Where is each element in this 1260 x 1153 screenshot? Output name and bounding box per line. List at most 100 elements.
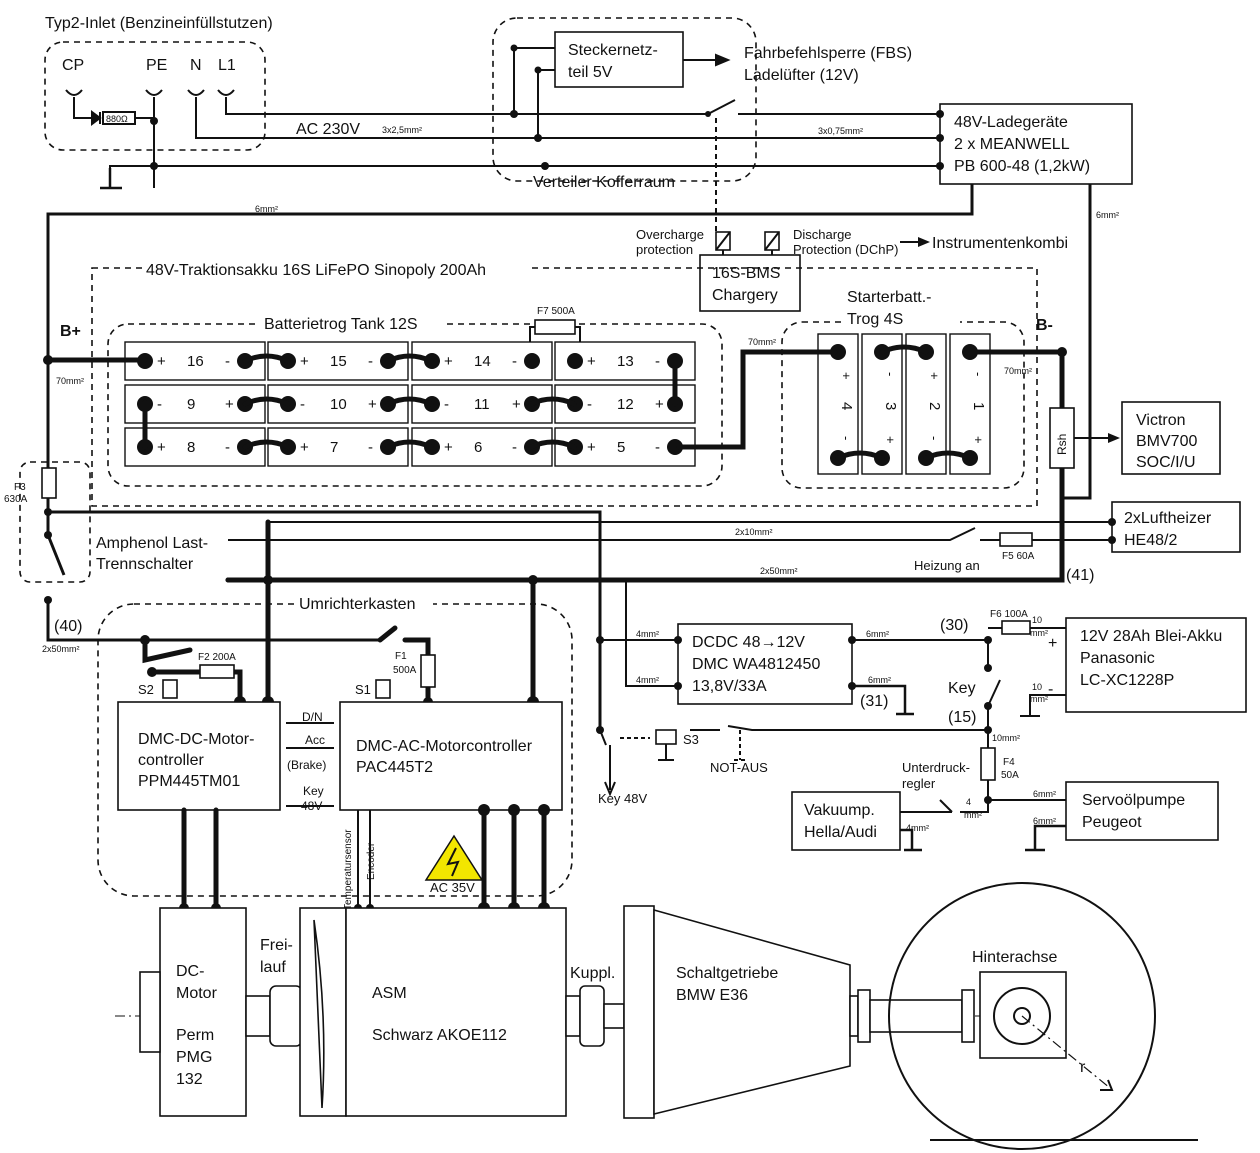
- node: [44, 508, 52, 516]
- dcdc-line2: DMC WA4812450: [692, 656, 820, 673]
- lightning-icon: [446, 847, 460, 877]
- cell-pole: -: [655, 439, 660, 456]
- node: [984, 664, 992, 672]
- disconnect-cable50: 2x50mm²: [42, 644, 80, 654]
- cell-pole: -: [512, 439, 517, 456]
- battery-cell: +16-: [124, 341, 266, 381]
- inlet-title: Typ2-Inlet (Benzineinfüllstutzen): [45, 15, 273, 32]
- heater-cable10: 2x10mm²: [735, 527, 773, 537]
- joint: [961, 989, 975, 1043]
- charger-line3: PB 600-48 (1,2kW): [954, 158, 1090, 175]
- title-bg: [260, 316, 444, 330]
- cell-pole: +: [927, 372, 942, 380]
- cell-number: 4: [838, 402, 855, 410]
- node: [478, 804, 490, 816]
- starter-line2: Trog 4S: [847, 311, 903, 328]
- cell-number: 16: [187, 353, 204, 370]
- radius-arrow: [1100, 1079, 1114, 1091]
- coupling: [579, 985, 605, 1047]
- ac-ctrl-acc: Acc: [305, 733, 325, 747]
- battery12-c1b: mm²: [1030, 628, 1048, 638]
- servo-c6b: 6mm²: [1033, 816, 1056, 826]
- vacuum-line2: Hella/Audi: [804, 824, 877, 841]
- battery12-c2: 10: [1032, 682, 1042, 692]
- ac-ctrl-box: [339, 701, 563, 811]
- motor-pmg2: PMG: [176, 1049, 212, 1066]
- cell-number: 14: [474, 353, 491, 370]
- cell-pole: +: [225, 396, 234, 413]
- cell-links: [142, 353, 678, 450]
- shaft: [603, 1003, 625, 1029]
- traction-frame: [91, 267, 1038, 507]
- s1-relay: [375, 679, 391, 699]
- title-bg: [295, 596, 433, 610]
- heater-line1: 2xLuftheizer: [1124, 510, 1212, 527]
- motor-frei1: Frei-: [260, 937, 293, 954]
- vacuum-c4b: mm²: [964, 810, 982, 820]
- radius-line: [1021, 1015, 1111, 1089]
- inlet-l1: L1: [218, 57, 236, 74]
- hub: [993, 987, 1051, 1045]
- cell-number: 15: [330, 353, 347, 370]
- node: [508, 804, 520, 816]
- relay-mark: [715, 231, 731, 251]
- fuse-f7: [534, 319, 576, 335]
- battery12-c2b: mm²: [1030, 694, 1048, 704]
- cell-pole: +: [444, 353, 453, 370]
- cell-pole: -: [512, 353, 517, 370]
- node: [936, 134, 944, 142]
- cell-pole: -: [368, 353, 373, 370]
- node: [150, 162, 158, 170]
- cell-pole: -: [883, 372, 898, 376]
- bms-box: [699, 254, 801, 312]
- umrichter-f1b: 500A: [393, 665, 417, 676]
- node: [44, 596, 52, 604]
- arrow-head: [918, 237, 930, 247]
- dcdc-in1: 4mm²: [636, 629, 659, 639]
- fbs-line2: Ladelüfter (12V): [744, 67, 859, 84]
- victron-line1: Victron: [1136, 412, 1186, 429]
- s2-relay: [162, 679, 178, 699]
- shunt: [1049, 407, 1075, 469]
- cell-number: 2: [926, 402, 943, 410]
- fbs-line1: Fahrbefehlsperre (FBS): [744, 45, 912, 62]
- node: [140, 635, 150, 645]
- cell-pole: +: [839, 372, 854, 380]
- psu-line1: Steckernetz-: [568, 42, 658, 59]
- cell-pole: -: [368, 439, 373, 456]
- title-bg: [142, 262, 530, 276]
- cell-number: 12: [617, 396, 634, 413]
- victron-line3: SOC/I/U: [1136, 454, 1196, 471]
- cell-pole: +: [587, 439, 596, 456]
- disconnect-fuse2: 630A: [4, 494, 28, 505]
- key-notaus: NOT-AUS: [710, 760, 768, 775]
- bminus-label: B-: [1036, 317, 1053, 334]
- disconnect-frame: [19, 461, 91, 583]
- cell-number: 11: [474, 396, 490, 413]
- battery-cell: -9+: [124, 384, 266, 424]
- joint: [857, 989, 871, 1043]
- fuse-f1: [420, 654, 436, 688]
- cell-number: 8: [187, 439, 195, 456]
- cell-pole: +: [883, 436, 898, 444]
- cable70c: 70mm²: [1004, 366, 1032, 376]
- battery12-line2: Panasonic: [1080, 650, 1155, 667]
- motor-cables: [181, 807, 547, 911]
- battery12-box: [1065, 617, 1247, 713]
- servo-line1: Servoölpumpe: [1082, 792, 1185, 809]
- charger-cable-left: 6mm²: [255, 204, 278, 214]
- dcdc-out1: 6mm²: [866, 629, 889, 639]
- servo-c6a: 6mm²: [1033, 789, 1056, 799]
- starter-links: [835, 344, 973, 461]
- title-bg: [842, 290, 960, 330]
- traction-title: 48V-Traktionsakku 16S LiFePO Sinopoly 20…: [146, 262, 486, 279]
- freewheel: [269, 985, 303, 1047]
- tank-title: Batterietrog Tank 12S: [264, 316, 418, 333]
- dc-motor-box: [159, 907, 247, 1117]
- bms-discharge1: Discharge: [793, 227, 852, 242]
- inlet-sockets: [65, 89, 940, 190]
- node: [541, 162, 549, 170]
- cell-pole: -: [971, 372, 986, 376]
- node: [596, 636, 604, 644]
